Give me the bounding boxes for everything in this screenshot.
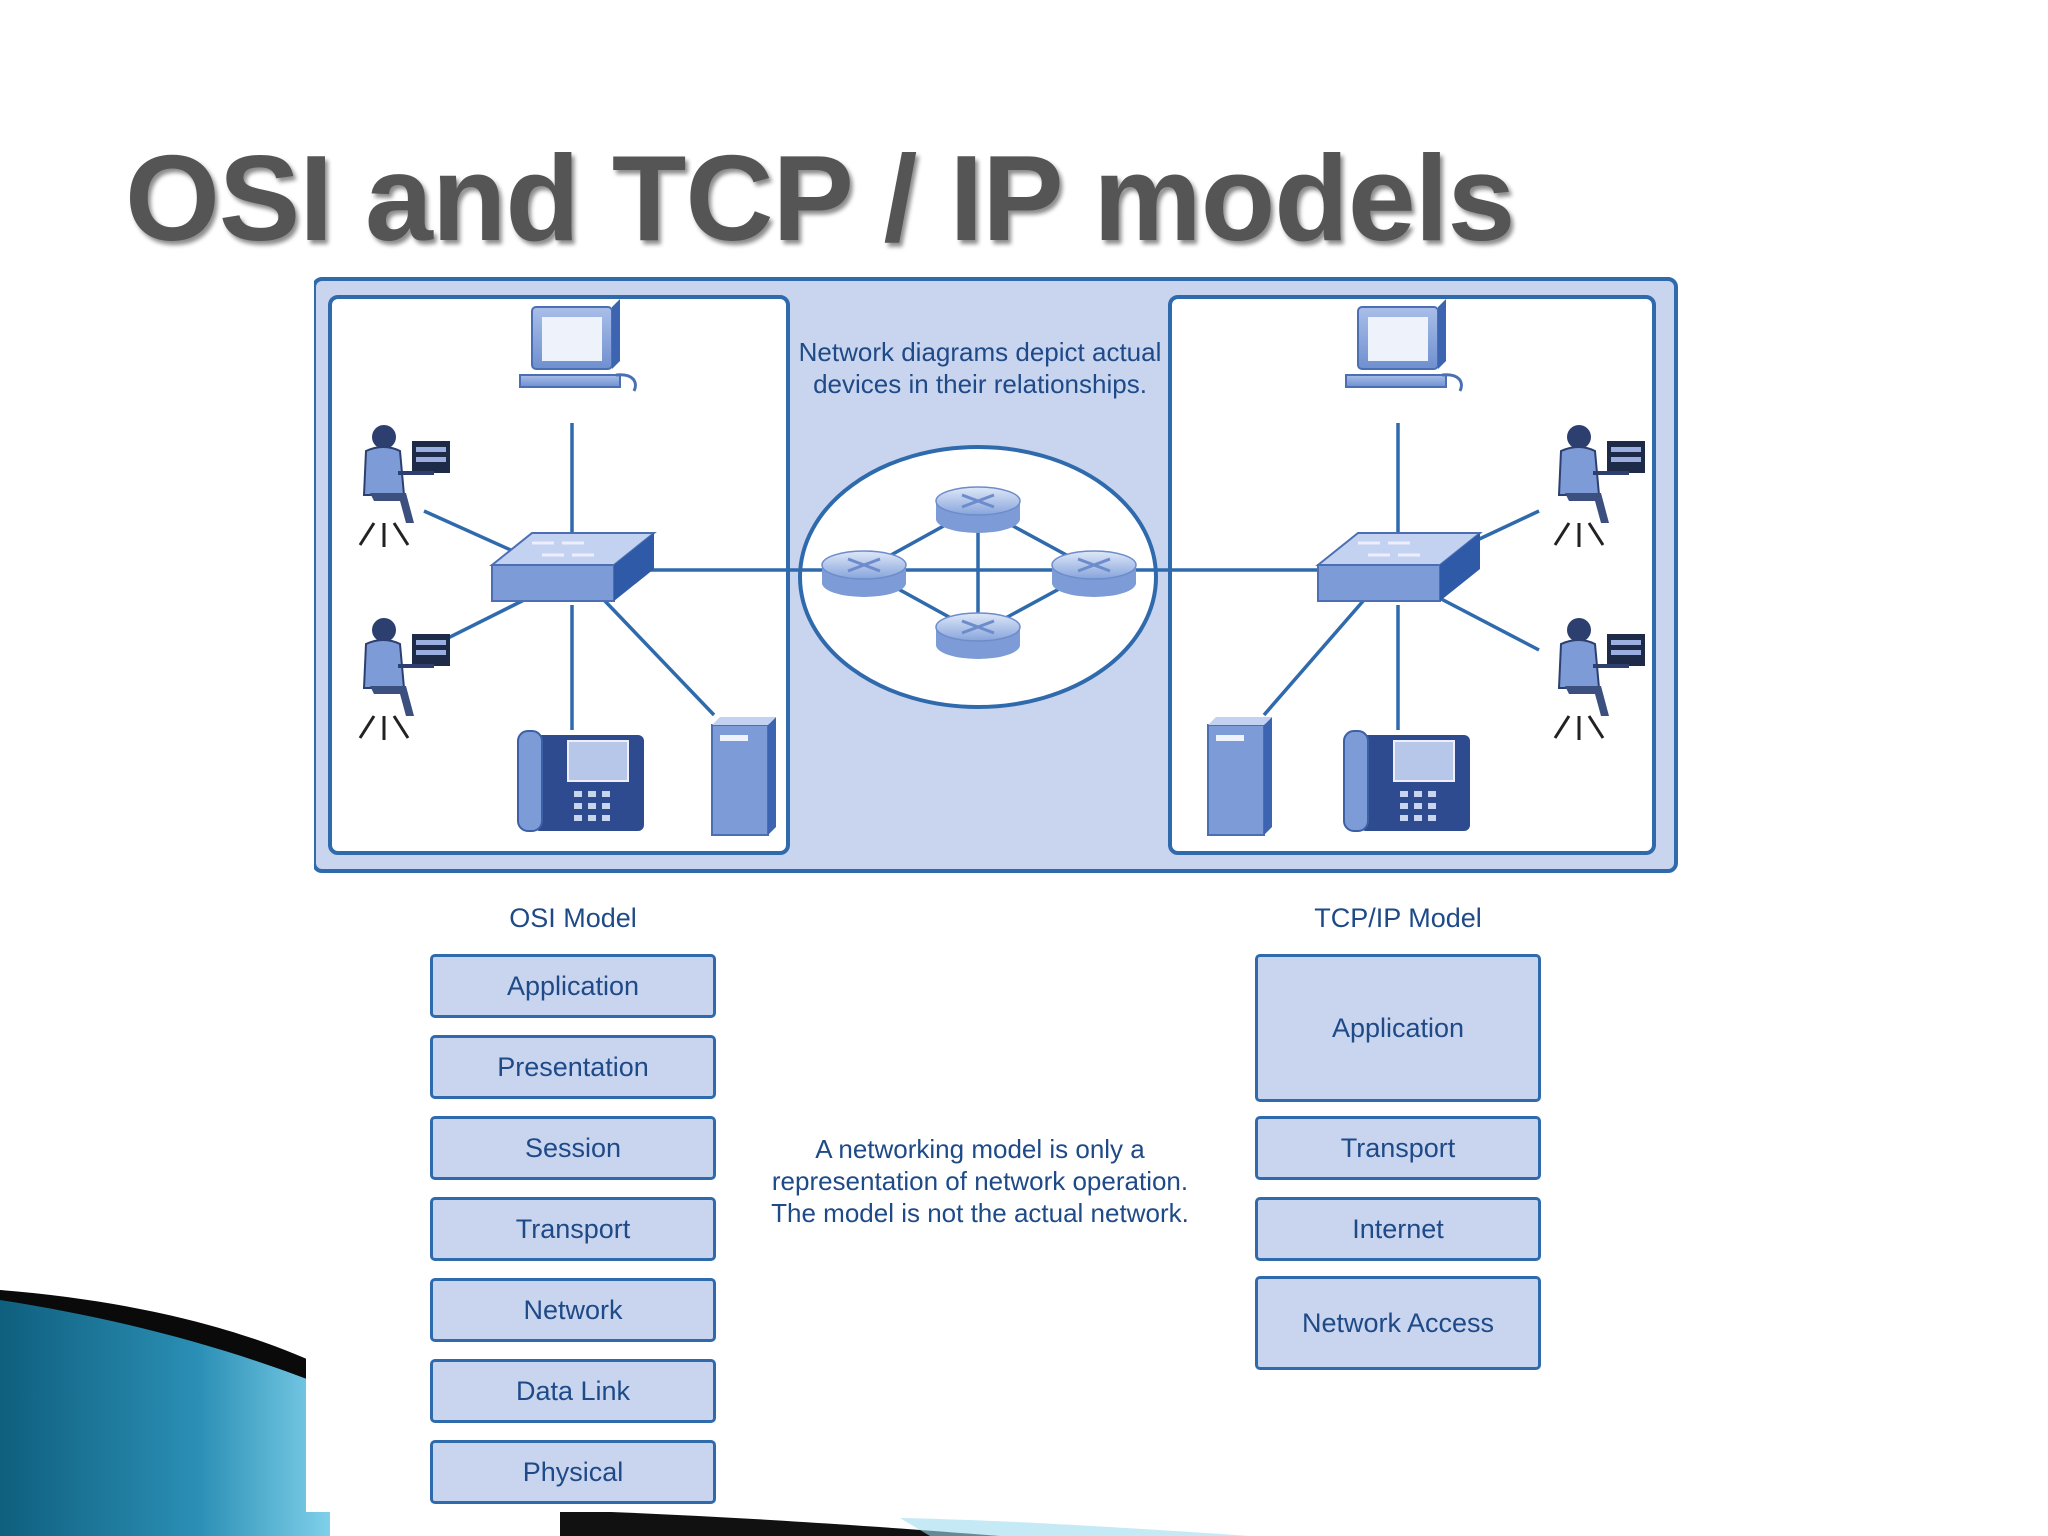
caption-line: representation of network operation.: [771, 1166, 1189, 1196]
tcpip-layer-network-access: Network Access: [1255, 1276, 1541, 1370]
router-icon: [820, 549, 908, 599]
osi-layer-application: Application: [430, 954, 716, 1018]
server-icon: [1207, 716, 1273, 836]
model-caption: A networking model is only a representat…: [760, 1133, 1200, 1229]
osi-layer-presentation: Presentation: [430, 1035, 716, 1099]
osi-model-title: OSI Model: [509, 903, 637, 933]
osi-layer-data-link: Data Link: [430, 1359, 716, 1423]
slide-title: OSI and TCP / IP models: [125, 130, 1515, 266]
router-icon: [934, 485, 1022, 535]
caption-line: A networking model is only a: [815, 1134, 1145, 1164]
caption-line: Network diagrams depict actual: [798, 337, 1162, 367]
caption-line: devices in their relationships.: [813, 369, 1147, 399]
osi-layer-network: Network: [430, 1278, 716, 1342]
caption-line: The model is not the actual network.: [771, 1198, 1189, 1228]
router-icon: [934, 611, 1022, 661]
pc-icon: [1344, 297, 1463, 393]
network-diagram: [314, 277, 1678, 873]
network-diagram-caption: Network diagrams depict actual devices i…: [790, 336, 1170, 400]
tcpip-layer-internet: Internet: [1255, 1197, 1541, 1261]
osi-layer-session: Session: [430, 1116, 716, 1180]
tcpip-layer-application: Application: [1255, 954, 1541, 1102]
tcpip-layer-transport: Transport: [1255, 1116, 1541, 1180]
pc-icon: [518, 297, 637, 393]
server-icon: [711, 716, 777, 836]
router-icon: [1050, 549, 1138, 599]
osi-layer-physical: Physical: [430, 1440, 716, 1504]
tcpip-model-title: TCP/IP Model: [1314, 903, 1482, 933]
ip-phone-icon: [1343, 730, 1471, 832]
ip-phone-icon: [517, 730, 645, 832]
osi-layer-transport: Transport: [430, 1197, 716, 1261]
